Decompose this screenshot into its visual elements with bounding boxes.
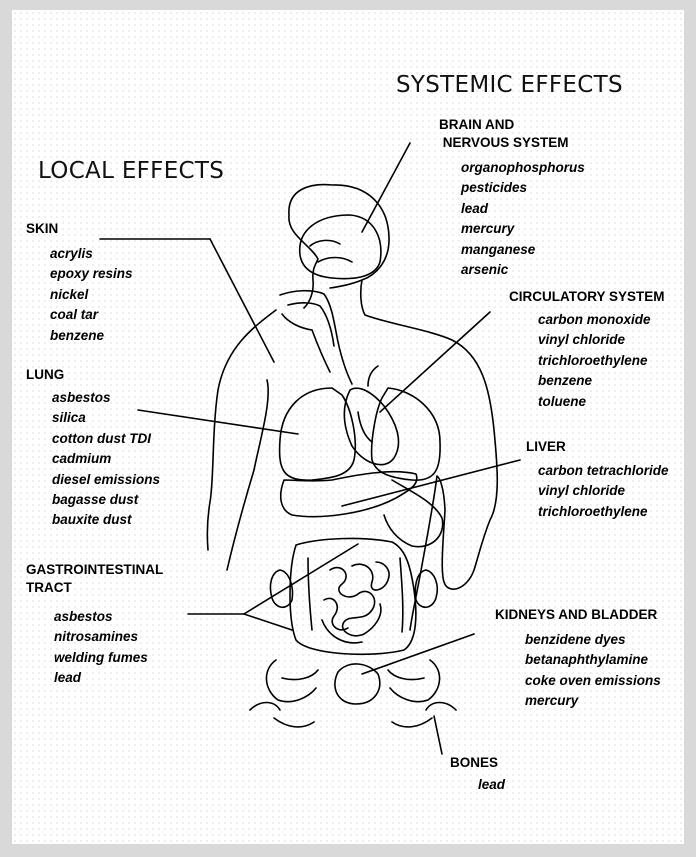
agent-item: bauxite dust — [52, 510, 160, 530]
agent-item: diesel emissions — [52, 470, 160, 490]
lung-left — [280, 388, 356, 480]
organ-skin-title: SKIN — [26, 220, 58, 238]
effects-diagram: SYSTEMIC EFFECTS LOCAL EFFECTS SKIN acry… — [12, 10, 684, 844]
skin-agent-list: acrylis epoxy resins nickel coal tar ben… — [50, 244, 133, 346]
brain-agent-list: organophosphorus pesticides lead mercury… — [461, 158, 585, 280]
agent-item: vinyl chloride — [538, 330, 651, 350]
organ-brain-title: BRAIN AND NERVOUS SYSTEM — [439, 116, 569, 152]
agent-item: manganese — [461, 240, 585, 260]
agent-item: asbestos — [52, 388, 160, 408]
agent-item: mercury — [461, 219, 585, 239]
agent-item: benzidene dyes — [525, 630, 661, 650]
agent-item: coke oven emissions — [525, 671, 661, 691]
kidney-right — [415, 570, 437, 607]
agent-item: acrylis — [50, 244, 133, 264]
agent-item: cadmium — [52, 449, 160, 469]
lung-agent-list: asbestos silica cotton dust TDI cadmium … — [52, 388, 160, 531]
agent-item: benzene — [538, 371, 651, 391]
pointer-circulatory — [380, 312, 490, 412]
agent-item: cotton dust TDI — [52, 429, 160, 449]
agent-item: coal tar — [50, 305, 133, 325]
small-intestine — [322, 562, 389, 643]
agent-item: epoxy resins — [50, 264, 133, 284]
body-outline — [207, 185, 497, 630]
lung-right — [372, 388, 441, 480]
agent-item: lead — [54, 668, 148, 688]
kidneys-bladder-agent-list: benzidene dyes betanaphthylamine coke ov… — [525, 630, 661, 712]
agent-item: arsenic — [461, 260, 585, 280]
liver-agent-list: carbon tetrachloride vinyl chloride tric… — [538, 461, 669, 522]
organ-bones-title: BONES — [450, 754, 498, 772]
pointer-liver — [342, 460, 520, 506]
pointer-skin-diag — [210, 239, 274, 362]
agent-item: mercury — [525, 691, 661, 711]
agent-item: toluene — [538, 392, 651, 412]
organ-lung-title: LUNG — [26, 366, 64, 384]
agent-item: lead — [461, 199, 585, 219]
systemic-effects-heading: SYSTEMIC EFFECTS — [396, 72, 623, 98]
gi-tract-agent-list: asbestos nitrosamines welding fumes lead — [54, 607, 148, 689]
pointer-gi-3 — [244, 614, 292, 630]
agent-item: nickel — [50, 285, 133, 305]
agent-item: trichloroethylene — [538, 351, 651, 371]
kidney-left — [270, 570, 292, 607]
agent-item: organophosphorus — [461, 158, 585, 178]
circulatory-agent-list: carbon monoxide vinyl chloride trichloro… — [538, 310, 651, 412]
agent-item: carbon tetrachloride — [538, 461, 669, 481]
pointer-bones — [434, 716, 442, 754]
organ-liver-title: LIVER — [526, 438, 566, 456]
agent-item: betanaphthylamine — [525, 650, 661, 670]
agent-item: pesticides — [461, 178, 585, 198]
airway — [280, 291, 352, 384]
pointer-lung — [138, 410, 298, 434]
agent-item: silica — [52, 408, 160, 428]
agent-item: asbestos — [54, 607, 148, 627]
agent-item: vinyl chloride — [538, 481, 669, 501]
agent-item: bagasse dust — [52, 490, 160, 510]
organ-kidneys-bladder-title: KIDNEYS AND BLADDER — [495, 606, 657, 624]
brain-outline — [300, 215, 381, 279]
agent-item: trichloroethylene — [538, 502, 669, 522]
stomach-outline — [384, 480, 443, 547]
local-effects-heading: LOCAL EFFECTS — [38, 158, 224, 184]
agent-item: benzene — [50, 326, 133, 346]
organ-circulatory-title: CIRCULATORY SYSTEM — [509, 288, 665, 306]
pelvis-outline — [250, 660, 456, 710]
agent-item: lead — [478, 775, 505, 795]
bones-agent-list: lead — [478, 775, 505, 795]
pointer-gi-2 — [244, 544, 358, 614]
agent-item: nitrosamines — [54, 627, 148, 647]
agent-item: carbon monoxide — [538, 310, 651, 330]
agent-item: welding fumes — [54, 648, 148, 668]
organ-gi-tract-title: GASTROINTESTINAL TRACT — [26, 561, 163, 597]
